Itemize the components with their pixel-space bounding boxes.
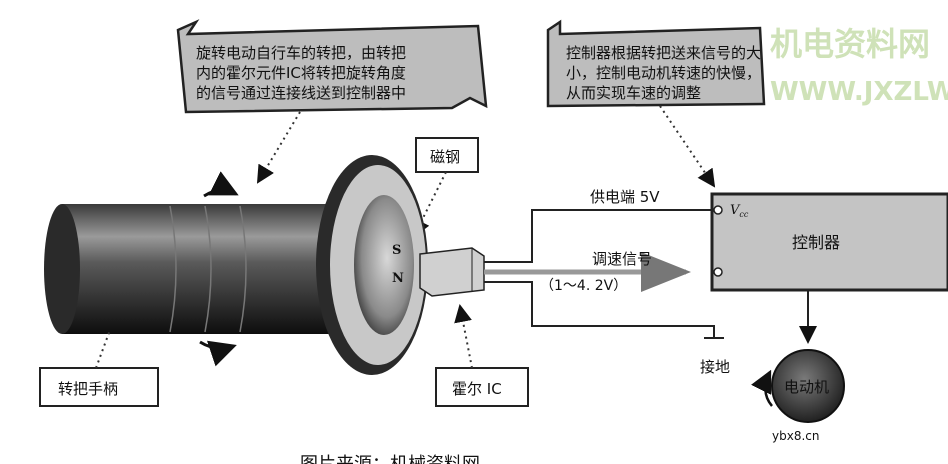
magnet-label-box — [415, 137, 479, 173]
controller-callout-line-3: 从而实现车速的调整 — [566, 84, 701, 102]
grip-callout-line-3: 的信号通过连接线送到控制器中 — [196, 84, 406, 102]
hall-ic-label-box — [435, 367, 529, 407]
ground-label: 接地 — [700, 358, 730, 376]
controller: Vcc 控制器 — [710, 192, 948, 292]
rotation-arrow-bottom — [199, 340, 237, 367]
grip-body — [62, 204, 358, 334]
grip-callout-box — [176, 19, 488, 114]
speed-range-label: （1～4. 2V） — [540, 278, 627, 294]
magnet-label-text: 磁钢 — [430, 148, 460, 166]
hall-ic-pointer — [454, 304, 473, 369]
throttle-grip — [44, 171, 358, 367]
magnet-disc: S N — [316, 155, 428, 375]
grip-callout-line-2: 内的霍尔元件IC将转把旋转角度 — [196, 64, 406, 82]
grip-groove — [169, 205, 177, 333]
hall-ic-sensor — [419, 247, 485, 297]
handle-label: 转把手柄 — [39, 329, 159, 407]
rotation-arrow-top — [203, 171, 239, 198]
power-label: 供电端 5V — [590, 188, 660, 206]
grip-callout-pointer — [256, 111, 301, 184]
watermark-cn: 机电资料网 — [770, 25, 930, 63]
vcc-terminal — [713, 205, 723, 215]
image-source-caption: 图片来源：机械资料网 — [300, 454, 480, 464]
motor: 电动机 — [750, 290, 845, 423]
motor-body — [771, 349, 845, 423]
hall-ic-block — [419, 247, 485, 297]
watermark: 机电资料网 WWW.JXZLW.C — [770, 25, 948, 107]
grip-groove — [239, 205, 247, 333]
speed-signal-label: 调速信号 — [592, 250, 652, 268]
hall-ic-label: 霍尔 IC — [435, 304, 529, 407]
controller-label: 控制器 — [792, 233, 840, 252]
grip-end — [44, 204, 80, 334]
handle-label-text: 转把手柄 — [58, 380, 118, 398]
controller-callout-pointer — [659, 105, 716, 188]
magnet-label: 磁钢 — [413, 137, 479, 238]
pole-s-label: S — [392, 243, 401, 258]
motor-label: 电动机 — [784, 378, 829, 396]
disc-hub — [354, 195, 414, 335]
handle-pointer — [95, 329, 111, 369]
grip-callout: 旋转电动自行车的转把，由转把 内的霍尔元件IC将转把旋转角度 的信号通过连接线送… — [176, 19, 488, 184]
vcc-label: Vcc — [730, 203, 749, 219]
motor-rotation-arrow — [750, 369, 773, 407]
controller-callout-box — [546, 19, 766, 108]
ground-wire — [484, 281, 715, 338]
handle-label-box — [39, 367, 159, 407]
controller-callout-line-2: 小，控制电动机转速的快慢， — [566, 64, 761, 82]
controller-callout: 控制器根据转把送来信号的大 小，控制电动机转速的快慢， 从而实现车速的调整 — [546, 19, 766, 188]
signal-terminal — [713, 267, 723, 277]
grip-groove — [204, 205, 212, 333]
watermark-url: WWW.JXZLW.C — [770, 77, 948, 107]
controller-callout-line-1: 控制器根据转把送来信号的大 — [566, 44, 761, 62]
power-wire — [484, 209, 712, 263]
controller-box — [710, 192, 948, 292]
grip-callout-line-1: 旋转电动自行车的转把，由转把 — [196, 44, 406, 62]
hall-ic-label-text: 霍尔 IC — [452, 380, 502, 398]
watermark-site: ybx8.cn — [772, 429, 819, 443]
wiring: 供电端 5V 调速信号 （1～4. 2V） 接地 — [484, 188, 730, 376]
pole-n-label: N — [392, 271, 404, 286]
